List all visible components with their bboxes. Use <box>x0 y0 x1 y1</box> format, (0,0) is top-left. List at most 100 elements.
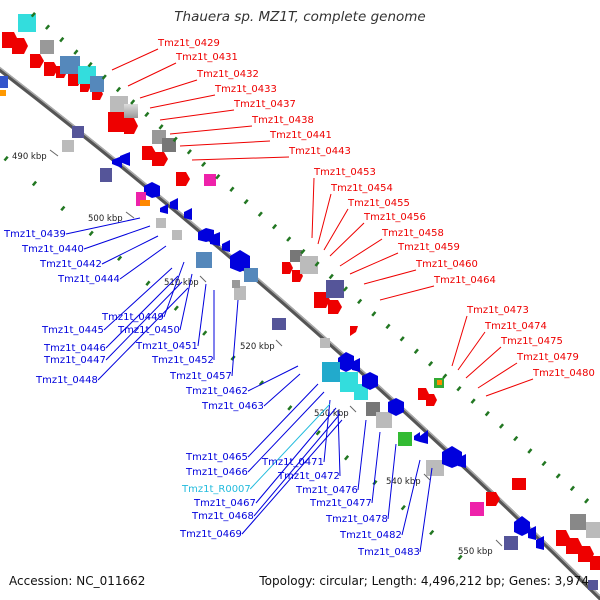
tick-mark <box>315 430 321 436</box>
tick-mark <box>569 485 575 492</box>
tick-mark <box>513 435 519 442</box>
gene-label-reverse[interactable]: Tmz1t_0445 <box>41 325 104 336</box>
gene-label-reverse[interactable]: Tmz1t_0457 <box>169 371 232 382</box>
gene-label-forward[interactable]: Tmz1t_0429 <box>157 38 220 49</box>
tick-mark <box>400 504 406 511</box>
gene-label-reverse[interactable]: Tmz1t_0452 <box>151 355 214 366</box>
gene-label-reverse[interactable]: Tmz1t_0451 <box>135 341 198 352</box>
gene-label-reverse[interactable]: Tmz1t_0450 <box>117 325 180 336</box>
gene-box <box>234 286 246 300</box>
gene-label-reverse[interactable]: Tmz1t_0478 <box>325 514 388 525</box>
gene-label-forward[interactable]: Tmz1t_0455 <box>347 198 410 209</box>
gene-box <box>0 90 6 96</box>
gene-box <box>100 168 112 182</box>
gene-arrow <box>30 54 44 68</box>
gene-label-forward[interactable]: Tmz1t_0453 <box>313 167 376 178</box>
tick-mark <box>442 373 448 379</box>
label-leader <box>337 409 341 477</box>
tick-mark <box>328 273 334 280</box>
gene-label-forward[interactable]: Tmz1t_0464 <box>433 275 496 286</box>
gene-label-forward[interactable]: Tmz1t_0458 <box>381 228 444 239</box>
kbp-marker: 500 kbp <box>88 214 123 224</box>
label-leader <box>159 109 235 121</box>
gene-arrow <box>184 208 192 220</box>
tick-mark <box>88 230 94 237</box>
gene-label-reverse[interactable]: Tmz1t_0472 <box>277 471 340 482</box>
label-leader <box>247 365 299 392</box>
tick-mark <box>343 455 350 461</box>
gene-label-reverse[interactable]: Tmz1t_0468 <box>191 511 254 522</box>
gene-box <box>62 140 74 152</box>
gene-label-reverse[interactable]: Tmz1t_0467 <box>193 498 256 509</box>
gene-label-reverse[interactable]: Tmz1t_0471 <box>261 457 324 468</box>
label-leader <box>349 252 399 275</box>
gene-label-reverse[interactable]: Tmz1t_0444 <box>57 274 120 285</box>
tick-mark <box>371 311 377 317</box>
gene-label-reverse[interactable]: Tmz1t_0440 <box>21 244 84 255</box>
gene-label-reverse[interactable]: Tmz1t_0446 <box>43 343 106 354</box>
gene-label-forward[interactable]: Tmz1t_0456 <box>363 212 426 223</box>
gene-label-forward[interactable]: Tmz1t_0432 <box>196 69 259 80</box>
gene-label-reverse[interactable]: Tmz1t_0483 <box>357 547 420 558</box>
gene-label-reverse[interactable]: Tmz1t_0482 <box>339 530 402 541</box>
gene-label-reverse[interactable]: Tmz1t_0465 <box>185 452 248 463</box>
label-leader <box>179 140 271 147</box>
label-leader <box>97 287 189 381</box>
gene-label-forward[interactable]: Tmz1t_0459 <box>397 242 460 253</box>
gene-box <box>470 502 484 516</box>
tick-mark <box>243 198 249 205</box>
gene-label-reverse[interactable]: Tmz1t_0462 <box>185 386 248 397</box>
gene-label-forward[interactable]: Tmz1t_0431 <box>175 52 238 63</box>
tick-mark <box>145 280 151 286</box>
gene-arrow <box>176 172 190 186</box>
gene-label-reverse[interactable]: Tmz1t_0463 <box>201 401 264 412</box>
tick-mark <box>173 305 179 311</box>
gene-box <box>300 256 318 274</box>
gene-label-reverse[interactable]: Tmz1t_0477 <box>309 498 372 509</box>
gene-arrow <box>590 556 600 570</box>
gene-label-forward[interactable]: Tmz1t_0473 <box>466 305 529 316</box>
label-leader <box>247 383 319 458</box>
gene-label-reverse[interactable]: Tmz1t_0476 <box>295 485 358 496</box>
tick-mark <box>484 410 490 417</box>
gene-label-forward[interactable]: Tmz1t_0460 <box>415 259 478 270</box>
gene-label-forward[interactable]: Tmz1t_0480 <box>532 368 595 379</box>
gene-label-forward[interactable]: Tmz1t_0438 <box>251 115 314 126</box>
rna-label[interactable]: Tmz1t_R0007 <box>181 484 251 495</box>
tick-mark <box>44 24 51 30</box>
gene-label-forward[interactable]: Tmz1t_0441 <box>269 130 332 141</box>
gene-box <box>426 460 444 476</box>
label-leader <box>103 267 173 331</box>
gene-box <box>72 126 84 138</box>
label-leader <box>127 62 177 87</box>
tick-mark <box>427 361 434 367</box>
gene-label-forward[interactable]: Tmz1t_0454 <box>330 183 393 194</box>
label-leader <box>323 208 349 251</box>
label-leader <box>253 413 341 517</box>
tick-mark <box>584 498 590 504</box>
gene-label-forward[interactable]: Tmz1t_0475 <box>500 336 563 347</box>
gene-arrow <box>352 358 360 372</box>
topology-text: Topology: circular; Length: 4,496,212 bp… <box>259 574 589 588</box>
gene-label-forward[interactable]: Tmz1t_0437 <box>233 99 296 110</box>
label-leader <box>419 467 433 553</box>
tick-mark <box>541 460 547 467</box>
tick-mark <box>130 99 136 105</box>
gene-label-forward[interactable]: Tmz1t_0433 <box>214 84 277 95</box>
gene-label-reverse[interactable]: Tmz1t_0447 <box>43 355 106 366</box>
tick-mark <box>286 236 292 242</box>
label-leader <box>451 315 468 367</box>
gene-label-reverse[interactable]: Tmz1t_0448 <box>35 375 98 386</box>
gene-label-forward[interactable]: Tmz1t_0474 <box>484 321 547 332</box>
gene-label-forward[interactable]: Tmz1t_0443 <box>288 146 351 157</box>
gene-arrow <box>112 156 122 168</box>
gene-label-reverse[interactable]: Tmz1t_0466 <box>185 467 248 478</box>
gene-label-forward[interactable]: Tmz1t_0479 <box>516 352 579 363</box>
gene-label-reverse[interactable]: Tmz1t_0449 <box>101 312 164 323</box>
tick-mark <box>172 136 178 143</box>
gene-label-reverse[interactable]: Tmz1t_0469 <box>179 529 242 540</box>
gene-label-reverse[interactable]: Tmz1t_0442 <box>39 259 102 270</box>
gene-box <box>322 362 340 382</box>
gene-label-reverse[interactable]: Tmz1t_0439 <box>3 229 66 240</box>
